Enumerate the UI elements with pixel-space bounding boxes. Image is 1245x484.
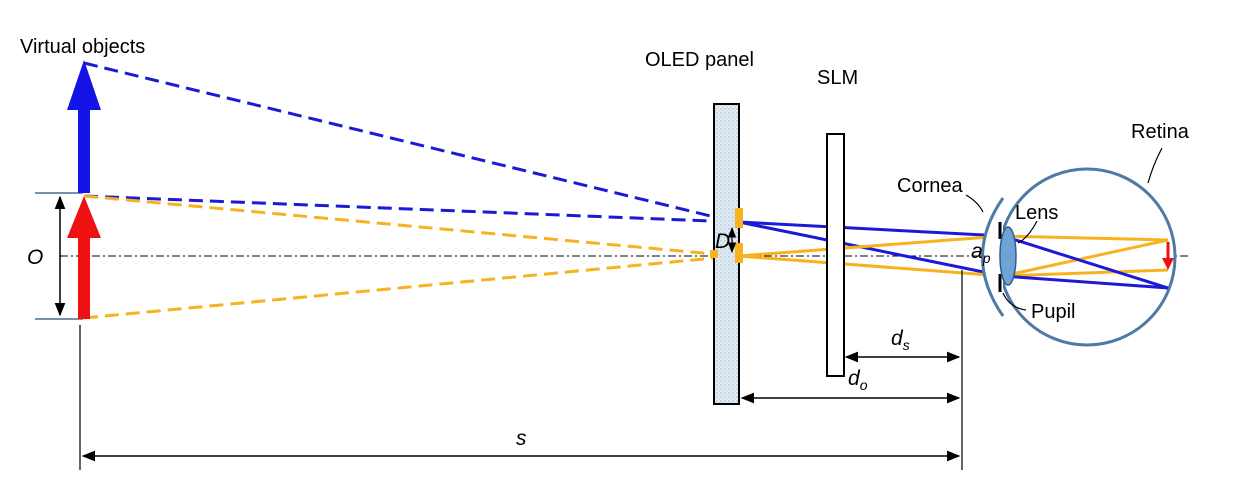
blue-virtual-object-arrow bbox=[67, 60, 101, 193]
lens-label: Lens bbox=[1015, 202, 1058, 224]
retina-leader bbox=[1147, 147, 1163, 184]
blue-ray-1 bbox=[738, 220, 1004, 238]
oled-panel bbox=[713, 103, 740, 405]
red-virtual-object-arrow bbox=[67, 196, 101, 319]
slm-label: SLM bbox=[817, 67, 858, 89]
cornea-label: Cornea bbox=[897, 175, 963, 197]
pixel-marker-left bbox=[710, 250, 718, 258]
blue-eye-ray-1 bbox=[1002, 234, 1169, 290]
pupil-aperture-label: ap bbox=[971, 240, 991, 266]
object-size-label: O bbox=[27, 246, 43, 269]
lens-leader bbox=[1017, 220, 1038, 244]
pupil-label: Pupil bbox=[1031, 301, 1075, 323]
orange-pixel-marker bbox=[735, 243, 743, 263]
blue-dashed-ray-bottom bbox=[83, 194, 736, 224]
retina-red-arrowhead bbox=[1162, 258, 1174, 270]
blue-dashed-ray-top bbox=[83, 61, 736, 224]
orange-eye-ray-1 bbox=[1002, 234, 1169, 242]
orange-eye-ray-2 bbox=[1002, 268, 1169, 278]
total-distance-label: s bbox=[516, 427, 527, 450]
oled-distance-label: do bbox=[848, 367, 868, 393]
slm-distance-label: ds bbox=[891, 327, 910, 353]
retina-label: Retina bbox=[1131, 121, 1190, 143]
lens-icon bbox=[999, 226, 1017, 286]
orange-ray-1 bbox=[738, 234, 1004, 258]
slm-panel bbox=[826, 133, 845, 377]
orange-ray-2 bbox=[738, 254, 1004, 278]
oled-panel-label: OLED panel bbox=[645, 49, 754, 71]
virtual-objects-label: Virtual objects bbox=[20, 36, 145, 58]
pupil-leader bbox=[1002, 292, 1027, 311]
blue-ray-2 bbox=[738, 220, 1004, 278]
cornea-outline bbox=[981, 197, 1005, 317]
orange-eye-ray-3 bbox=[1002, 238, 1169, 278]
cornea-leader bbox=[965, 194, 984, 213]
blue-eye-ray-2 bbox=[1002, 274, 1169, 290]
orange-dashed-ray-bottom bbox=[83, 254, 736, 320]
blue-pixel-marker bbox=[735, 208, 743, 228]
pixel-pitch-label: D bbox=[715, 230, 730, 253]
orange-dashed-ray-top bbox=[83, 194, 736, 258]
